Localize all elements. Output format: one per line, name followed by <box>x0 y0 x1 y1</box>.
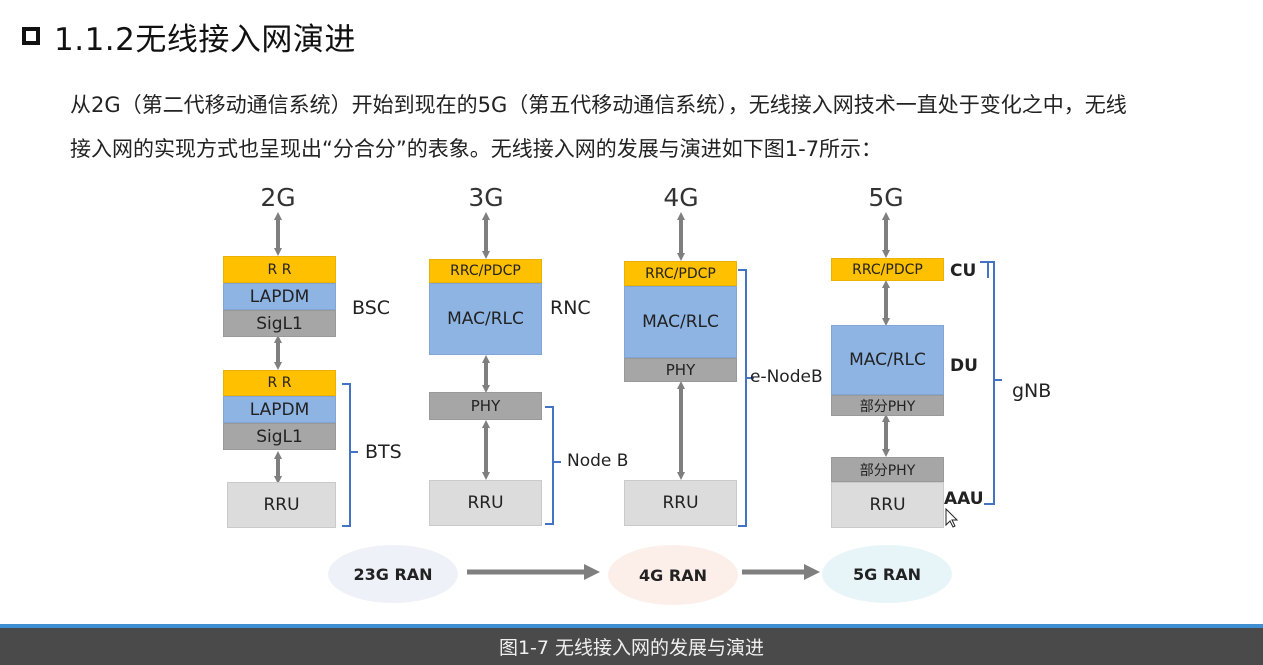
oval-4g-ran: 4G RAN <box>608 545 738 605</box>
oval-23g-ran: 23G RAN <box>328 545 458 603</box>
block-5g-partial-phy-du: 部分PHY <box>831 395 944 416</box>
label-bsc: BSC <box>352 297 391 319</box>
bracket-gnb <box>984 261 1002 505</box>
generation-2g: 2G <box>260 183 296 212</box>
label-e-nodeb: e-NodeB <box>750 367 823 387</box>
checkbox-square-icon <box>22 27 40 45</box>
label-aau: AAU <box>944 489 984 509</box>
label-rnc: RNC <box>550 297 591 319</box>
label-cu: CU <box>950 261 977 281</box>
mouse-cursor-icon <box>945 507 959 528</box>
generation-3g: 3G <box>468 183 504 212</box>
bracket-enodeb <box>738 269 754 527</box>
generation-5g: 5G <box>868 183 904 212</box>
generation-4g: 4G <box>663 183 699 212</box>
block-2g-lapdm-upper: LAPDM <box>223 283 336 310</box>
block-2g-lapdm-lower: LAPDM <box>223 396 336 423</box>
block-2g-sigl1-lower: SigL1 <box>223 423 336 450</box>
block-3g-rru: RRU <box>429 480 542 526</box>
label-node-b: Node B <box>567 451 629 471</box>
block-4g-rrc-pdcp: RRC/PDCP <box>624 261 737 286</box>
block-2g-sigl1-upper: SigL1 <box>223 310 336 337</box>
block-3g-phy: PHY <box>429 392 542 420</box>
block-5g-partial-phy-aau: 部分PHY <box>831 457 944 482</box>
block-4g-rru: RRU <box>624 480 737 526</box>
figure-caption: 图1-7 无线接入网的发展与演进 <box>0 628 1263 665</box>
block-5g-mac-rlc: MAC/RLC <box>831 325 944 395</box>
block-4g-phy: PHY <box>624 358 737 382</box>
label-du: DU <box>950 356 978 376</box>
label-bts: BTS <box>365 441 402 463</box>
block-2g-rr-upper: R R <box>223 256 336 283</box>
bracket-nodeb <box>545 406 561 525</box>
block-3g-rrc-pdcp: RRC/PDCP <box>429 259 542 283</box>
label-gnb: gNB <box>1012 380 1052 402</box>
paragraph-line-1: 从2G（第二代移动通信系统）开始到现在的5G（第五代移动通信系统），无线接入网技… <box>70 93 1127 117</box>
block-2g-rru: RRU <box>227 482 336 528</box>
title-row: 1.1.2无线接入网演进 <box>22 14 356 58</box>
bracket-cu <box>980 261 989 278</box>
block-5g-rru: RRU <box>831 482 944 528</box>
block-2g-rr-lower: R R <box>223 370 336 396</box>
block-4g-mac-rlc: MAC/RLC <box>624 286 737 358</box>
block-3g-mac-rlc: MAC/RLC <box>429 283 542 355</box>
oval-5g-ran: 5G RAN <box>822 545 952 603</box>
footer-accent-line <box>0 624 1263 628</box>
section-title: 1.1.2无线接入网演进 <box>54 21 356 58</box>
paragraph-line-2: 接入网的实现方式也呈现出“分合分”的表象。无线接入网的发展与演进如下图1-7所示… <box>70 137 883 161</box>
bracket-bts <box>342 383 358 527</box>
block-5g-rrc-pdcp: RRC/PDCP <box>831 258 944 281</box>
